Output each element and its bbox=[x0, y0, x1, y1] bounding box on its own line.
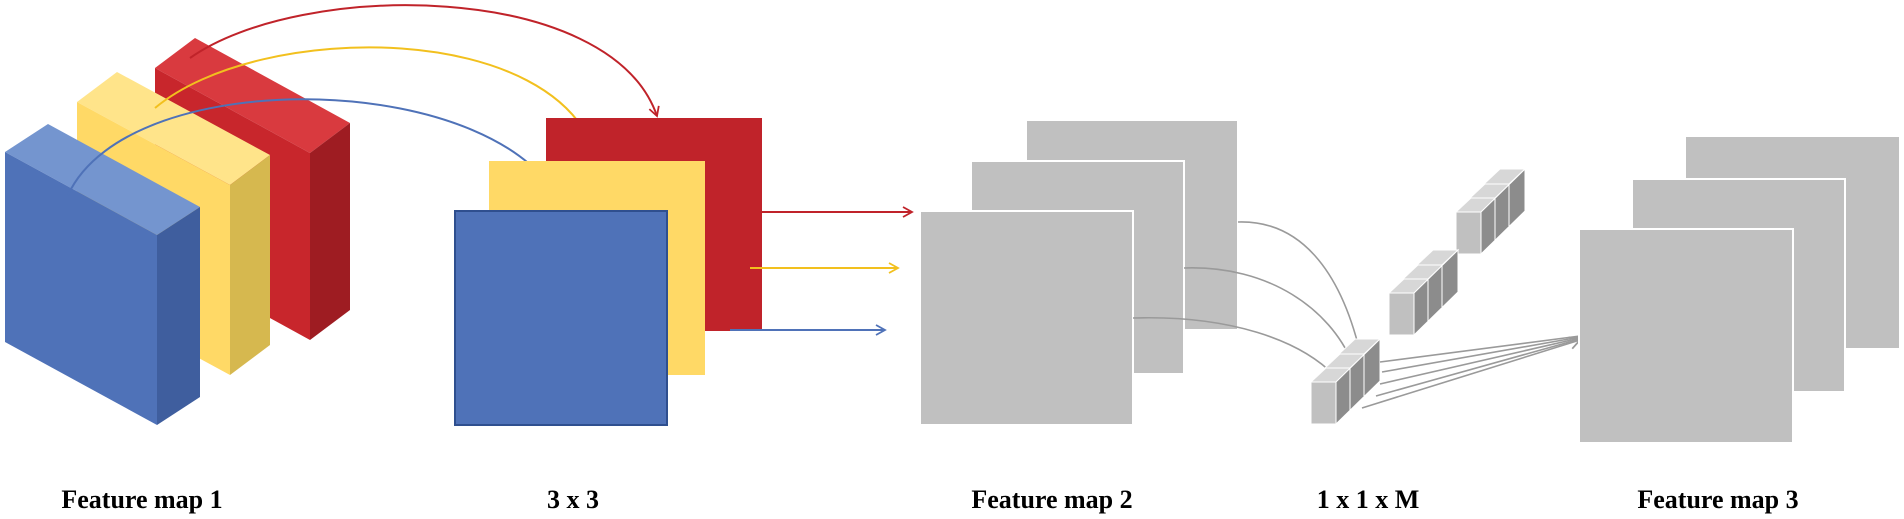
feature-map-3-front bbox=[1578, 228, 1794, 444]
kernel-output-arrows bbox=[730, 206, 914, 336]
feature-map-2-stack bbox=[919, 119, 1239, 426]
arrow-yellow-curve bbox=[154, 46, 601, 162]
pointwise-cubes bbox=[1309, 167, 1527, 426]
feature-map-1-label: Feature map 1 bbox=[61, 485, 222, 514]
pointwise-cube-stack-3 bbox=[1309, 337, 1382, 426]
kernel-size-label: 3 x 3 bbox=[547, 485, 599, 514]
kernel-blue bbox=[454, 210, 668, 426]
pointwise-kernel-label: 1 x 1 x M bbox=[1317, 485, 1420, 514]
feature-map-3-stack bbox=[1578, 135, 1901, 444]
pointwise-cube-stack-1 bbox=[1454, 167, 1527, 256]
arrow-blue-curve bbox=[67, 98, 567, 213]
pointwise-cube-stack-2 bbox=[1387, 248, 1460, 337]
depthwise-channel-arrows bbox=[67, 4, 660, 213]
arrow-red-curve bbox=[189, 4, 660, 118]
feature-map-1-blocks bbox=[5, 38, 350, 425]
captions: Feature map 1 3 x 3 Feature map 2 1 x 1 … bbox=[61, 485, 1798, 514]
input-channel-blue bbox=[5, 124, 200, 425]
kernels-3x3 bbox=[454, 118, 762, 426]
pointwise-input-arrows bbox=[1132, 221, 1365, 378]
pointwise-output-arrows bbox=[1361, 335, 1582, 409]
feature-map-2-label: Feature map 2 bbox=[971, 485, 1132, 514]
feature-map-2-front bbox=[919, 210, 1134, 426]
feature-map-3-label: Feature map 3 bbox=[1637, 485, 1798, 514]
